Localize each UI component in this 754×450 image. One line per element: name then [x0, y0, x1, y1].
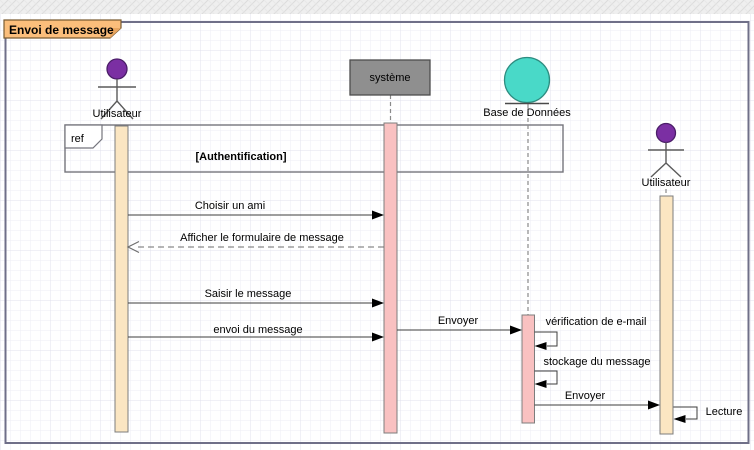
message-choisir-un-ami[interactable]: Choisir un ami [128, 200, 384, 220]
message-label[interactable]: Envoyer [565, 390, 606, 402]
arrowhead-icon [372, 210, 384, 220]
database-activation[interactable] [521, 314, 535, 424]
canvas-top-texture [0, 0, 754, 14]
participant-label-user-left[interactable]: Utilisateur [93, 108, 142, 120]
message-afficher-formulaire[interactable]: Afficher le formulaire de message [126, 232, 384, 254]
arrowhead-icon [534, 380, 547, 388]
actor-body-right[interactable] [648, 142, 684, 178]
participant-label-database[interactable]: Base de Données [483, 107, 571, 119]
message-envoi-du-message[interactable]: envoi du message [128, 324, 384, 342]
message-label[interactable]: Envoyer [438, 315, 479, 327]
self-message-line[interactable] [673, 406, 698, 420]
participant-user-right[interactable]: Utilisateur [642, 122, 691, 190]
message-verification-email[interactable]: vérification de e-mail [534, 316, 647, 350]
actor-body-left[interactable] [98, 79, 136, 120]
participant-database[interactable]: Base de Données [483, 56, 571, 120]
arrowhead-icon [510, 325, 522, 335]
ref-keyword-pentagon[interactable] [64, 124, 103, 149]
message-stockage-message[interactable]: stockage du message [534, 356, 651, 388]
message-label[interactable]: vérification de e-mail [546, 316, 647, 328]
participant-system[interactable]: système [349, 59, 431, 96]
self-message-line[interactable] [534, 331, 558, 347]
message-label[interactable]: Lecture [706, 406, 743, 418]
ref-keyword-label[interactable]: ref [71, 133, 85, 145]
self-message-line[interactable] [534, 370, 558, 385]
message-label[interactable]: Saisir le message [205, 288, 292, 300]
participant-user-left[interactable]: Utilisateur [93, 58, 142, 120]
frame-title-fold [110, 28, 121, 38]
database-entity-circle[interactable] [503, 56, 551, 104]
message-envoyer-2[interactable]: Envoyer [534, 390, 661, 410]
message-lecture[interactable]: Lecture [673, 406, 743, 423]
arrowhead-icon [372, 298, 384, 308]
frame-title-label[interactable]: Envoi de message [9, 23, 114, 37]
frame-title-tab[interactable]: Envoi de message [3, 19, 122, 39]
user-right-activation[interactable] [659, 195, 674, 435]
message-label[interactable]: Afficher le formulaire de message [180, 232, 344, 244]
actor-head-right[interactable] [655, 122, 677, 144]
system-object-box[interactable] [349, 59, 431, 96]
system-activation[interactable] [383, 122, 398, 434]
ref-fragment[interactable]: ref [Authentification] [64, 124, 564, 173]
user-left-activation[interactable] [114, 125, 129, 433]
arrowhead-icon [673, 415, 686, 423]
participant-label-system[interactable]: système [370, 72, 411, 84]
interaction-frame[interactable] [4, 21, 750, 444]
message-label[interactable]: Choisir un ami [195, 200, 265, 212]
arrowhead-icon [648, 400, 660, 410]
message-envoyer-1[interactable]: Envoyer [397, 315, 522, 335]
message-saisir-le-message[interactable]: Saisir le message [128, 288, 384, 308]
message-label[interactable]: envoi du message [213, 324, 302, 336]
message-label[interactable]: stockage du message [543, 356, 650, 368]
actor-head-left[interactable] [106, 58, 128, 80]
ref-fragment-label[interactable]: [Authentification] [195, 151, 286, 163]
arrowhead-icon [534, 342, 547, 350]
participant-label-user-right[interactable]: Utilisateur [642, 177, 691, 189]
arrowhead-icon [372, 332, 384, 342]
open-arrowhead-icon [126, 240, 140, 254]
